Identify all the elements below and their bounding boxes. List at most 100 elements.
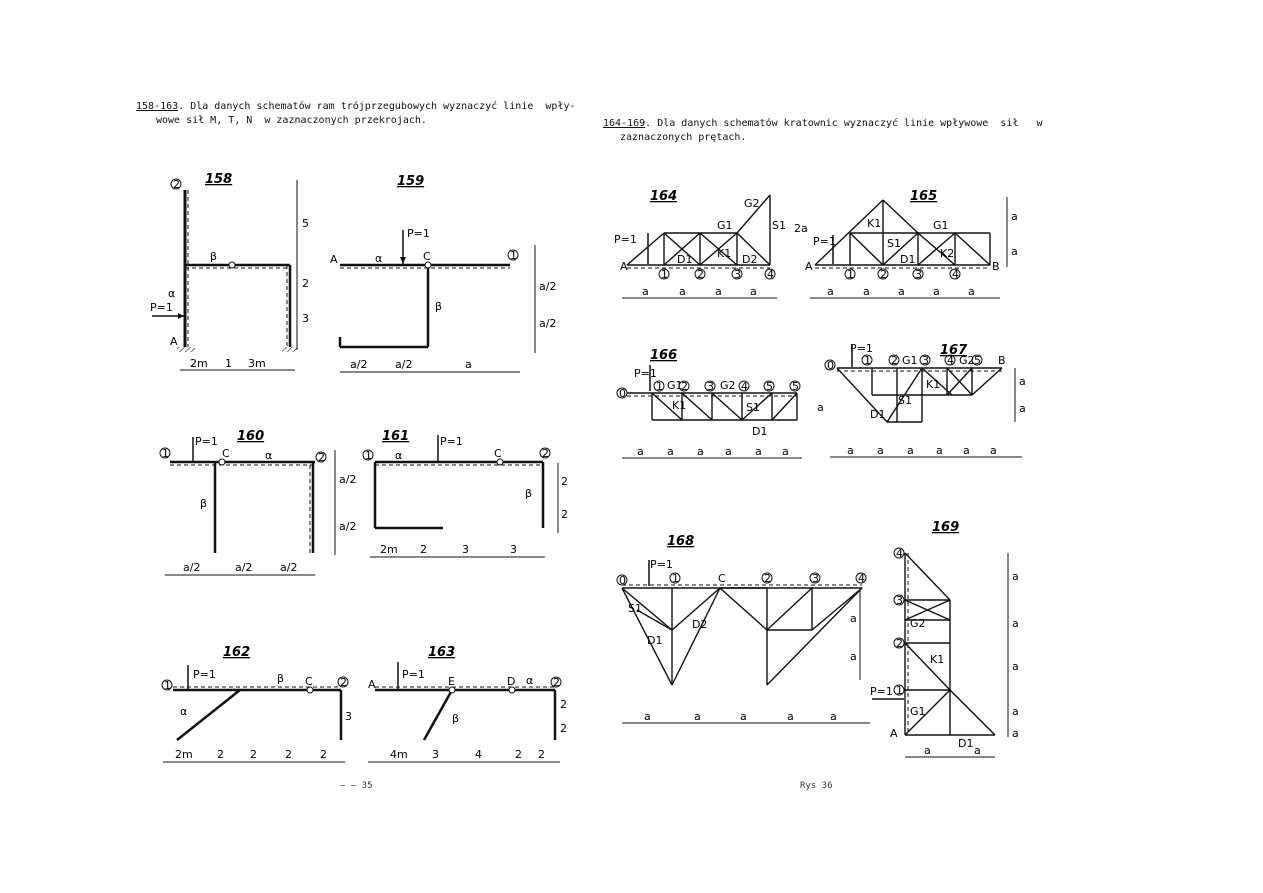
support-label: A <box>368 678 376 691</box>
dim-y: a <box>817 401 824 414</box>
load-label: P=1 <box>150 301 173 314</box>
dim-y: a <box>1012 617 1019 630</box>
figure-166: 166 P=1 0 1 2 3 4 5 5 G1 G2 K1 S1 D1 a a… <box>612 345 832 470</box>
figure-159: 159 C A α β 1 P=1 a/2 a/2 a/2 a/2 a <box>325 165 556 380</box>
figure-168: 168 P=1 0 1 C 2 3 4 S1 D1 D2 a a a a a a… <box>612 530 882 740</box>
dim-y: a <box>1012 660 1019 673</box>
load-label: P=1 <box>440 435 463 448</box>
node-label: 4 <box>896 547 903 560</box>
dim-x: 4m <box>390 748 408 761</box>
support-label: A <box>620 260 628 273</box>
hinge <box>496 458 504 466</box>
node-label: 4 <box>858 572 865 585</box>
node-marker <box>159 447 171 459</box>
support-label: A <box>330 253 338 266</box>
dim-y: 2 <box>561 508 568 521</box>
section-beta: β <box>200 497 207 510</box>
truss <box>814 199 991 266</box>
left-header: 158-163. Dla danych schematów ram trójpr… <box>136 100 576 114</box>
node-label: 2 <box>553 676 560 689</box>
node-label: 1 <box>510 249 517 262</box>
truss <box>904 552 996 736</box>
node-label: 3 <box>922 354 929 367</box>
member-label: S1 <box>772 219 786 232</box>
member-label: D1 <box>900 253 915 266</box>
node-marker <box>507 249 519 261</box>
node-marker <box>362 449 374 461</box>
node-markers <box>893 547 905 696</box>
node-label: 2 <box>896 637 903 650</box>
member-label: D1 <box>677 253 692 266</box>
load-label: P=1 <box>850 342 873 355</box>
hinge <box>218 458 226 466</box>
dim-x: a <box>787 710 794 723</box>
figure-title: 163 <box>428 645 455 660</box>
member-label: D2 <box>692 618 707 631</box>
dim-y: a/2 <box>339 520 356 533</box>
node-label: 2 <box>764 572 771 585</box>
support-label: A <box>890 727 898 740</box>
dim-x: a <box>740 710 747 723</box>
dim-y: a <box>1019 402 1026 415</box>
node-label: 1 <box>896 684 903 697</box>
left-header-line2: wowe sił M, T, N w zaznaczonych przekroj… <box>156 115 427 126</box>
dim-x: a <box>642 285 649 298</box>
figure-title: 167 <box>940 343 968 358</box>
node-markers <box>824 354 983 371</box>
load-label: P=1 <box>813 235 836 248</box>
dim-x: a <box>750 285 757 298</box>
header-number: 164-169 <box>603 118 646 129</box>
dim-x: a <box>963 444 970 457</box>
figure-title: 164 <box>650 189 677 204</box>
figure-163: 163 A E D α β 2 P=1 2 2 4m 3 4 2 2 <box>360 640 580 775</box>
node-markers <box>616 380 801 399</box>
load-arrowhead <box>400 257 406 264</box>
section-alpha: α <box>180 705 187 718</box>
node-marker <box>170 178 182 190</box>
member-label: G2 <box>910 617 926 630</box>
dim-x: a <box>924 744 931 757</box>
dim-y: a <box>850 650 857 663</box>
node-label: 1 <box>162 447 169 460</box>
header-line: . Dla danych schematów kratownic wyznacz… <box>645 118 1043 129</box>
member-label: G2 <box>744 197 760 210</box>
dim-y: a <box>850 612 857 625</box>
figure-title: 162 <box>223 645 250 660</box>
load-label: P=1 <box>402 668 425 681</box>
load-label: P=1 <box>634 367 657 380</box>
section-beta: β <box>525 487 532 500</box>
dim-y: 2 <box>560 722 567 735</box>
support <box>177 347 195 352</box>
dim-x: a/2 <box>235 561 252 574</box>
member-label: K1 <box>926 378 940 391</box>
figure-title: 169 <box>932 520 959 535</box>
node-label: 1 <box>164 679 171 692</box>
dim-x: a <box>697 445 704 458</box>
member-label: K1 <box>867 217 881 230</box>
node-marker <box>550 676 562 688</box>
dim-y: a <box>1011 210 1018 223</box>
dim-x: 2 <box>420 543 427 556</box>
dim-y: a/2 <box>539 317 556 330</box>
node-label: 2 <box>542 447 549 460</box>
member-label: S1 <box>898 394 912 407</box>
node-label: 1 <box>847 268 854 281</box>
member-label: D1 <box>958 737 973 750</box>
dim-y: 2 <box>561 475 568 488</box>
hinge-label: C <box>718 572 726 585</box>
dim-x: a/2 <box>395 358 412 371</box>
dim-y: a <box>1019 375 1026 388</box>
member-label: D2 <box>742 253 757 266</box>
dim-x: a <box>725 445 732 458</box>
dim-x: a <box>694 710 701 723</box>
node-label: 3 <box>707 380 714 393</box>
right-header-line2: zaznaczonych prętach. <box>620 132 747 143</box>
dim-x: a/2 <box>280 561 297 574</box>
strut <box>422 689 454 741</box>
hinge <box>448 686 456 694</box>
figure-title: 165 <box>910 189 937 204</box>
figure-title: 161 <box>382 429 409 444</box>
dim-x: 2m <box>175 748 193 761</box>
dim-x: 2 <box>538 748 545 761</box>
node-markers <box>658 268 776 280</box>
